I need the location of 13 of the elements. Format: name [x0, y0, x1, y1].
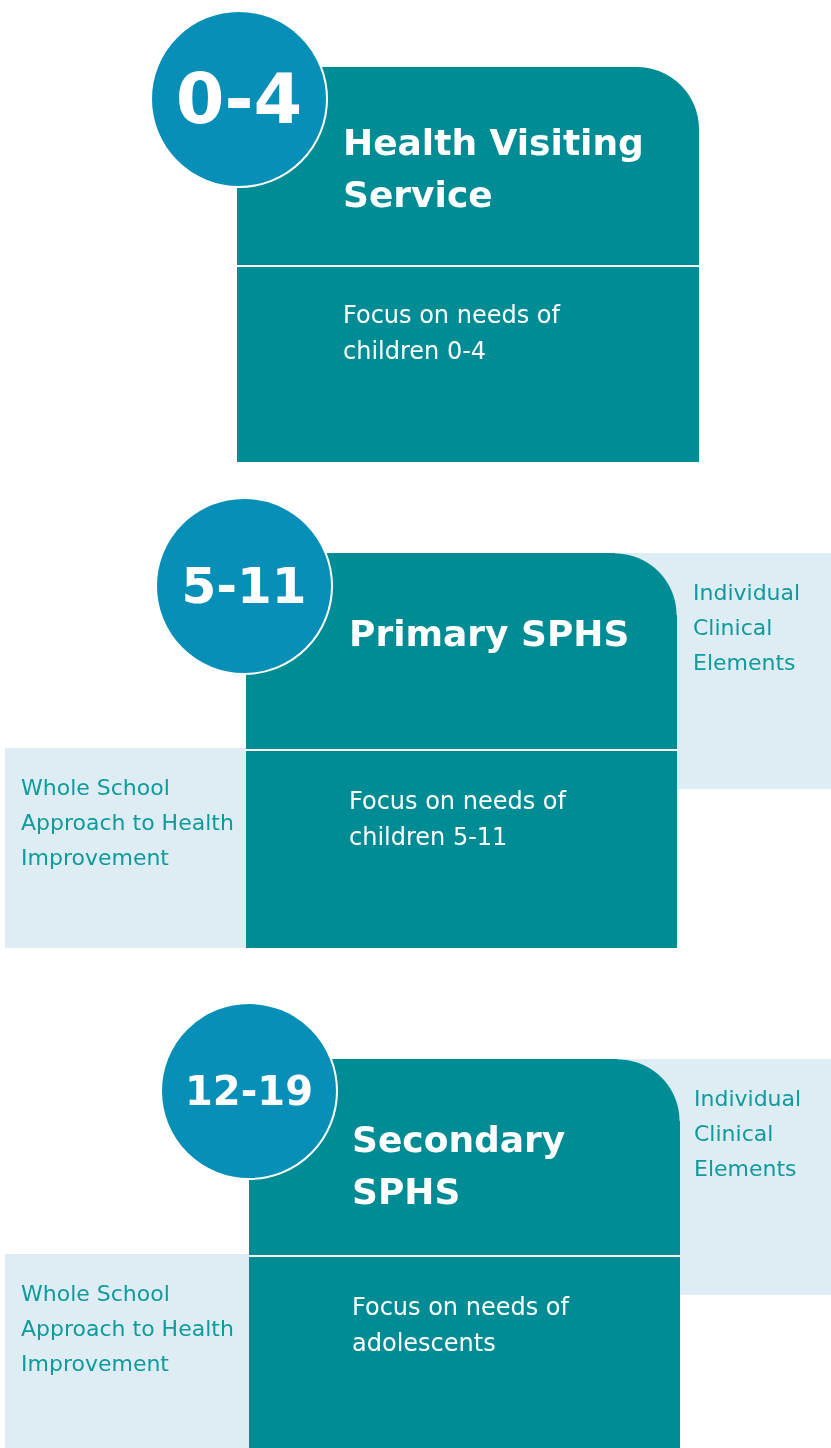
card-heading: Primary SPHS	[349, 612, 631, 656]
age-circle: 5-11	[155, 497, 333, 675]
card-description: Focus on needs of children 0-4	[343, 300, 562, 367]
side-panel: Individual Clinical Elements	[677, 553, 831, 789]
side-panel: Individual Clinical Elements	[680, 1059, 831, 1295]
card-description: Focus on needs of children 5-11	[349, 786, 568, 853]
card-heading: Secondary SPHS	[352, 1118, 567, 1214]
card-description: Focus on needs of adolescents	[352, 1292, 571, 1359]
age-circle: 0-4	[150, 10, 328, 188]
side-panel: Whole School Approach to Health Improvement	[5, 1254, 249, 1448]
age-circle: 12-19	[160, 1002, 338, 1180]
card-heading: Health Visiting Service	[343, 121, 645, 217]
side-panel: Whole School Approach to Health Improvement	[5, 748, 246, 948]
